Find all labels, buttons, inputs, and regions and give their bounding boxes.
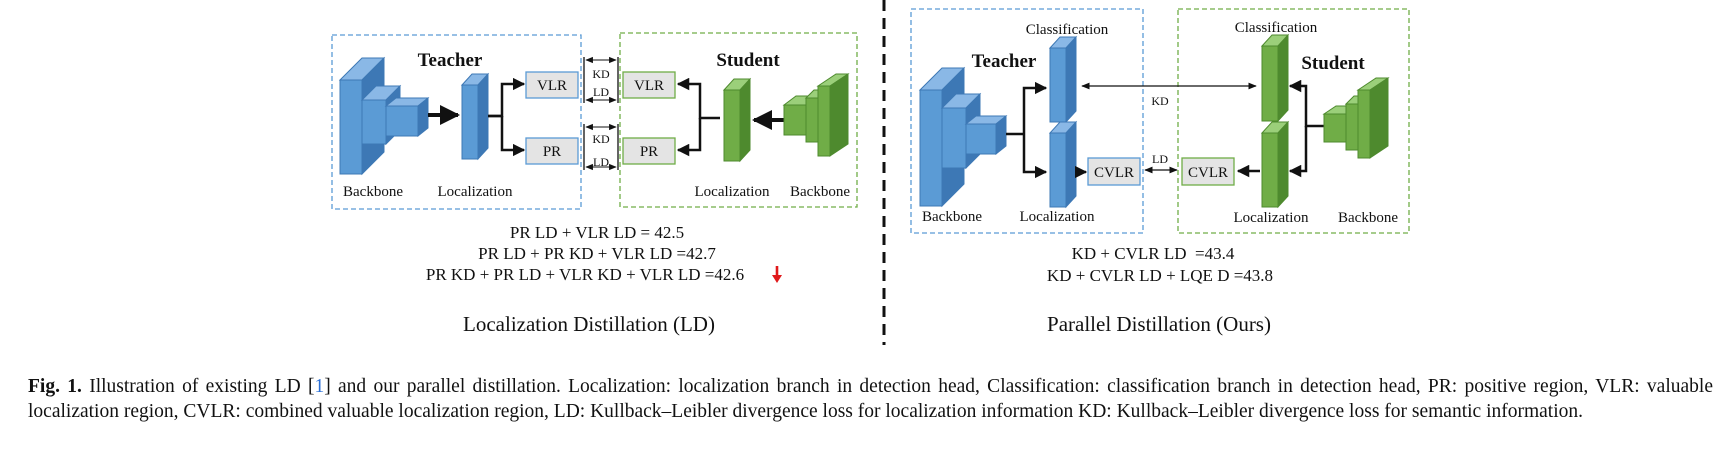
ld-student-vlr-box: [622, 71, 676, 99]
caption-figure-label: Fig. 1.: [28, 376, 82, 397]
ld-bottom-distill-connector: KD LD: [583, 123, 619, 171]
ld-top-kd-label: KD: [592, 67, 610, 81]
ld-teacher-region: [331, 34, 582, 210]
caption-reference-link[interactable]: 1: [314, 376, 325, 397]
ld-teacher-backbone-label: Backbone: [343, 184, 403, 200]
ld-student-pr-label: PR: [640, 144, 658, 160]
ld-top-distill-connector: KD LD: [583, 56, 619, 104]
pd-student-classification-label: Classification: [1235, 20, 1318, 36]
ld-student-backbone-label: Backbone: [790, 184, 850, 200]
pd-teacher-backbone-label: Backbone: [922, 209, 982, 225]
ld-top-ld-label: LD: [593, 85, 609, 99]
ld-student-vlr-label: VLR: [634, 78, 664, 94]
ld-equation-2: PR LD + PR KD + VLR LD =42.7: [478, 244, 716, 263]
pd-teacher-cvlr-label: CVLR: [1094, 165, 1134, 181]
pd-teacher-region: [910, 8, 1144, 234]
ld-equation-1: PR LD + VLR LD = 42.5: [510, 223, 684, 242]
ld-panel: VLR PR KD LD KD LD VLR PR: [331, 32, 858, 336]
ld-teacher-title: Teacher: [418, 50, 483, 71]
ld-section-title: Localization Distillation (LD): [463, 312, 715, 336]
ld-teacher-vlr-box: [525, 71, 579, 99]
pd-teacher-classification-block: [1048, 35, 1078, 124]
pd-equation-1: KD + CVLR LD =43.4: [1072, 244, 1235, 263]
pd-equation-2: KD + CVLR LD + LQE D =43.8: [1047, 266, 1273, 285]
pd-teacher-localization-block: [1048, 120, 1078, 209]
pd-teacher-localization-label: Localization: [1020, 209, 1095, 225]
ld-teacher-localization-label: Localization: [438, 184, 513, 200]
pd-teacher-cvlr-box: [1087, 157, 1141, 186]
pd-student-localization-block: [1260, 120, 1290, 209]
pd-student-localization-label: Localization: [1234, 210, 1309, 226]
ld-student-localization-label: Localization: [695, 184, 770, 200]
pd-kd-label: KD: [1151, 94, 1169, 108]
pd-panel: CVLR KD LD CVLR: [910, 8, 1410, 336]
pd-student-region: [1177, 8, 1410, 234]
down-arrow-icon: [772, 266, 782, 283]
ld-bottom-kd-label: KD: [592, 132, 610, 146]
pd-ld-label: LD: [1152, 152, 1168, 166]
figure-diagram: VLR PR KD LD KD LD VLR PR: [331, 0, 1410, 345]
ld-bottom-ld-label: LD: [593, 155, 609, 169]
ld-teacher-pr-label: PR: [543, 144, 561, 160]
ld-student-pr-box: [622, 137, 676, 165]
pd-teacher-classification-label: Classification: [1026, 22, 1109, 38]
caption-text-end: ] and our parallel distillation. Localiz…: [28, 376, 1713, 422]
ld-teacher-pr-box: [525, 137, 579, 165]
pd-student-title: Student: [1301, 53, 1365, 74]
pd-teacher-backbone: [918, 66, 1008, 208]
caption-text-start: Illustration of existing LD [: [81, 376, 315, 397]
ld-student-backbone: [782, 73, 850, 157]
ld-teacher-localization-block: [460, 72, 490, 161]
ld-student-region: [619, 32, 858, 208]
pd-teacher-title: Teacher: [972, 51, 1037, 72]
pd-student-cvlr-box: [1181, 157, 1235, 186]
ld-teacher-vlr-label: VLR: [537, 78, 567, 94]
pd-student-backbone-label: Backbone: [1338, 210, 1398, 226]
ld-teacher-backbone: [338, 56, 430, 176]
ld-equation-3: PR KD + PR LD + VLR KD + VLR LD =42.6: [426, 265, 744, 284]
pd-student-cvlr-label: CVLR: [1188, 165, 1228, 181]
pd-student-backbone: [1322, 77, 1390, 159]
pd-student-classification-block: [1260, 33, 1290, 123]
ld-student-title: Student: [716, 50, 780, 71]
ld-student-localization-block: [722, 77, 752, 163]
figure-caption: Fig. 1. Illustration of existing LD [1] …: [28, 374, 1713, 424]
pd-section-title: Parallel Distillation (Ours): [1047, 312, 1271, 336]
